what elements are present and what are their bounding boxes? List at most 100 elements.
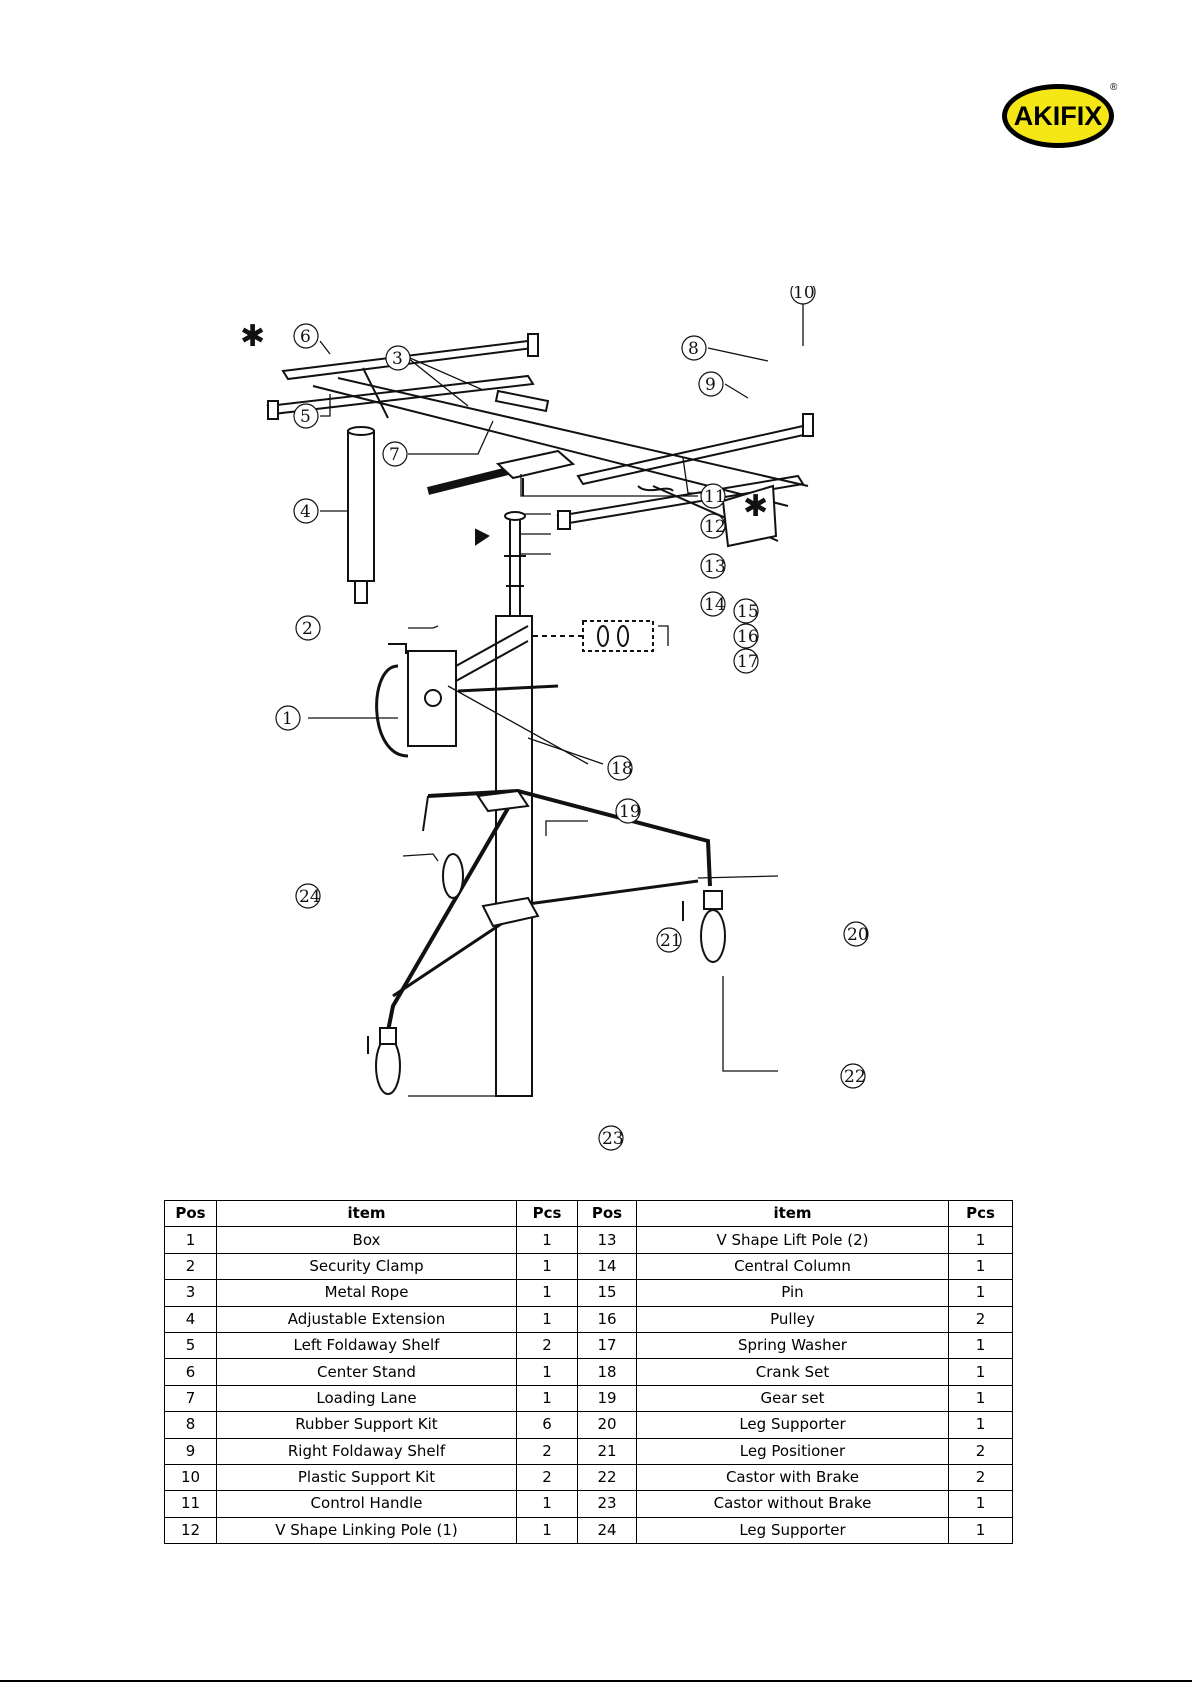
callout-3: 3 <box>392 349 403 369</box>
table-cell: 2 <box>516 1331 578 1360</box>
central-column <box>475 511 533 1097</box>
table-cell: Crank Set <box>636 1358 949 1386</box>
table-cell: 6 <box>516 1411 578 1439</box>
callout-7: 7 <box>389 445 400 465</box>
exploded-assembly-diagram: ✱ ✱ <box>240 286 869 1151</box>
table-cell: Rubber Support Kit <box>216 1411 517 1439</box>
base-legs <box>386 788 712 1032</box>
callout-1: 1 <box>282 709 293 729</box>
callout-14: 14 <box>704 595 726 615</box>
header-pcs: Pcs <box>516 1199 578 1228</box>
table-cell: 9 <box>164 1437 217 1465</box>
table-cell: Metal Rope <box>216 1279 517 1307</box>
table-cell: V Shape Linking Pole (1) <box>216 1516 517 1545</box>
callout-2: 2 <box>302 619 313 639</box>
table-cell: 3 <box>164 1279 217 1307</box>
table-cell: 1 <box>948 1279 1013 1307</box>
table-cell: 1 <box>948 1358 1013 1386</box>
table-cell: 4 <box>164 1305 217 1333</box>
table-cell: 1 <box>948 1384 1013 1413</box>
table-cell: 7 <box>164 1384 217 1413</box>
callout-22: 22 <box>844 1067 866 1087</box>
shelf-frame <box>266 333 814 548</box>
castors <box>367 853 726 1095</box>
registered-mark: ® <box>1110 82 1118 93</box>
table-cell: Castor with Brake <box>636 1463 949 1492</box>
bottom-rule <box>0 1680 1192 1682</box>
callout-13: 13 <box>704 557 726 577</box>
table-cell: 12 <box>164 1516 217 1545</box>
table-cell: Leg Supporter <box>636 1411 949 1439</box>
table-cell: Box <box>216 1226 517 1254</box>
table-cell: Castor without Brake <box>636 1490 949 1518</box>
header-pos: Pos <box>577 1199 637 1228</box>
table-cell: 18 <box>577 1358 637 1386</box>
table-cell: 10 <box>164 1463 217 1492</box>
table-cell: Central Column <box>636 1252 949 1281</box>
table-cell: 2 <box>164 1252 217 1281</box>
table-cell: 17 <box>577 1331 637 1360</box>
table-cell: Right Foldaway Shelf <box>216 1437 517 1465</box>
akifix-logo: AKIFIX ® <box>1002 82 1118 148</box>
table-cell: 1 <box>516 1490 578 1518</box>
asterisk-marker-right: ✱ <box>743 489 768 524</box>
table-cell: 2 <box>948 1305 1013 1333</box>
table-cell: Security Clamp <box>216 1252 517 1281</box>
callout-16: 16 <box>737 627 759 647</box>
table-cell: 1 <box>948 1516 1013 1545</box>
table-cell: 6 <box>164 1358 217 1386</box>
header-pcs: Pcs <box>948 1199 1013 1228</box>
callout-9: 9 <box>705 375 716 395</box>
table-cell: 16 <box>577 1305 637 1333</box>
callout-5: 5 <box>300 407 311 427</box>
table-cell: 1 <box>516 1226 578 1254</box>
table-cell: 1 <box>516 1279 578 1307</box>
table-cell: 1 <box>948 1331 1013 1360</box>
table-cell: 21 <box>577 1437 637 1465</box>
control-handle <box>427 449 576 496</box>
leader-lines <box>308 304 804 1097</box>
header-item: item <box>216 1199 517 1228</box>
callout-24: 24 <box>299 887 321 907</box>
table-cell: 13 <box>577 1226 637 1254</box>
table-cell: Gear set <box>636 1384 949 1413</box>
callout-15: 15 <box>737 602 759 622</box>
table-cell: 8 <box>164 1411 217 1439</box>
table-cell: 1 <box>948 1226 1013 1254</box>
table-cell: Leg Supporter <box>636 1516 949 1545</box>
table-cell: 1 <box>948 1490 1013 1518</box>
table-cell: 1 <box>516 1305 578 1333</box>
table-cell: Pin <box>636 1279 949 1307</box>
table-cell: Adjustable Extension <box>216 1305 517 1333</box>
callout-20: 20 <box>847 925 869 945</box>
table-cell: 2 <box>516 1437 578 1465</box>
table-cell: Spring Washer <box>636 1331 949 1360</box>
table-cell: 2 <box>948 1463 1013 1492</box>
table-cell: Plastic Support Kit <box>216 1463 517 1492</box>
callout-23: 23 <box>602 1129 624 1149</box>
table-cell: 1 <box>516 1516 578 1545</box>
table-cell: 2 <box>948 1437 1013 1465</box>
callout-18: 18 <box>611 759 633 779</box>
table-cell: 20 <box>577 1411 637 1439</box>
table-cell: 11 <box>164 1490 217 1518</box>
callout-21: 21 <box>660 931 682 951</box>
logo-ellipse <box>1007 89 1109 143</box>
callout-6: 6 <box>300 327 311 347</box>
table-cell: Pulley <box>636 1305 949 1333</box>
callout-8: 8 <box>688 339 699 359</box>
table-cell: 1 <box>516 1384 578 1413</box>
callout-4: 4 <box>300 502 311 522</box>
table-cell: 1 <box>516 1358 578 1386</box>
callout-11: 11 <box>704 487 726 507</box>
